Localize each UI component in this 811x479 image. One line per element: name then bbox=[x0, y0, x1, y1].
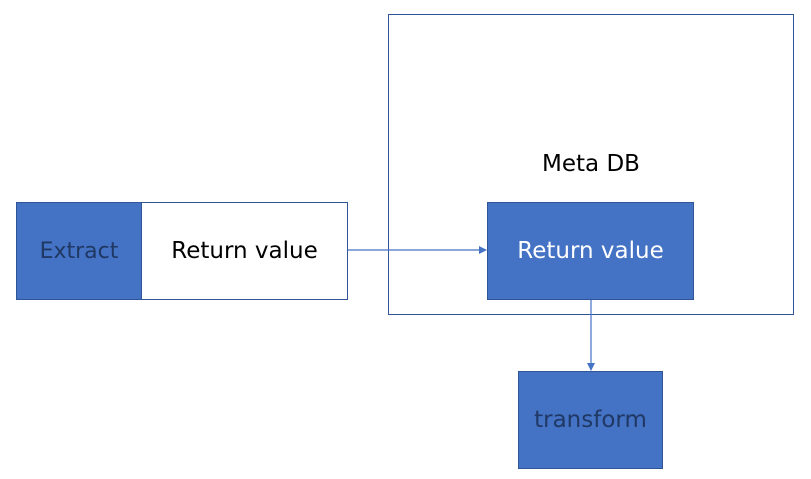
return-value-db-node: Return value bbox=[487, 202, 694, 300]
return-value-source-label: Return value bbox=[171, 238, 318, 264]
transform-label: transform bbox=[534, 407, 647, 433]
return-value-db-label: Return value bbox=[517, 238, 664, 264]
return-value-source-node: Return value bbox=[141, 202, 348, 300]
transform-node: transform bbox=[518, 371, 663, 469]
meta-db-label: Meta DB bbox=[542, 151, 640, 177]
extract-node: Extract bbox=[16, 202, 142, 300]
extract-label: Extract bbox=[39, 238, 119, 264]
